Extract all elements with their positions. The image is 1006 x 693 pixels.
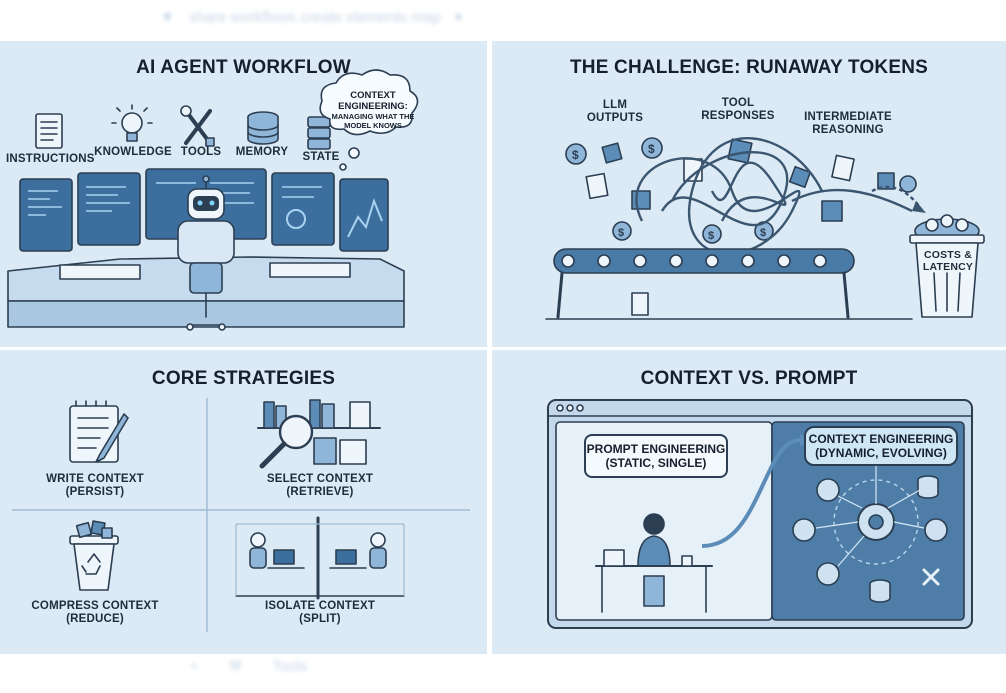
label-llm-outputs: LLM OUTPUTS [586, 99, 644, 124]
cloud-subtitle: MANAGING WHAT THE MODEL KNOWS [331, 112, 415, 130]
strategy-select-name: SELECT CONTEXT [266, 473, 374, 485]
strategy-select-sub: (RETRIEVE) [286, 486, 354, 498]
label-tool-responses: TOOL RESPONSES [701, 97, 775, 122]
context-engineering-cloud-icon [319, 69, 419, 171]
ghost-tools-text: Tools [272, 657, 308, 675]
strategy-isolate-name: ISOLATE CONTEXT [264, 600, 376, 612]
svg-text:$: $ [648, 142, 655, 156]
workflow-icons [35, 69, 419, 171]
context-engineering-title: CONTEXT ENGINEERING [808, 432, 954, 446]
strategy-write-name: WRITE CONTEXT [46, 473, 144, 485]
person-at-desk-icon [595, 513, 713, 613]
strategy-compress-name: COMPRESS CONTEXT [31, 600, 159, 612]
panel-title: THE CHALLENGE: RUNAWAY TOKENS [569, 57, 929, 78]
select-search-shelf-icon [257, 399, 381, 469]
prompt-engineering-title: PROMPT ENGINEERING [586, 442, 726, 456]
ghost-caret-icon: ▾ [454, 9, 463, 26]
tools-wrench-screwdriver-icon [180, 105, 215, 147]
strategy-compress: COMPRESS CONTEXT (REDUCE) [20, 600, 170, 626]
ghost-toolbar-bottom: + ⚒ Tools [190, 652, 390, 680]
context-network-icon [792, 462, 948, 603]
token-conveyor-illustration: $ $ $ $ $ [545, 137, 985, 320]
write-notepad-icon [69, 400, 129, 463]
label-tools: TOOLS [180, 146, 222, 158]
strategy-isolate-sub: (SPLIT) [299, 613, 341, 625]
ghost-toolbar-top: ▼ share workflows create elements map ▾ [160, 4, 600, 30]
ghost-tools-icon: ⚒ [228, 658, 243, 675]
panel-context-vs-prompt: CONTEXT VS. PROMPT [492, 350, 1006, 654]
panel-ai-agent-workflow: AI AGENT WORKFLOW [0, 41, 487, 347]
strategy-select: SELECT CONTEXT (RETRIEVE) [250, 473, 390, 499]
label-memory: MEMORY [235, 146, 289, 158]
panel-runaway-tokens: THE CHALLENGE: RUNAWAY TOKENS LLM OUTPUT… [492, 41, 1006, 347]
instructions-document-icon [35, 113, 63, 149]
svg-text:$: $ [760, 227, 766, 239]
ghost-arrow-icon: ▼ [160, 8, 175, 26]
cloud-title: CONTEXT ENGINEERING: [338, 90, 408, 112]
cloud-label: CONTEXT ENGINEERING: MANAGING WHAT THE M… [328, 90, 418, 130]
costs-trash-can-icon [909, 214, 985, 318]
ghost-toolbar-text: share workflows create elements map [188, 8, 441, 26]
isolate-robots-icon [235, 516, 405, 600]
svg-text:$: $ [708, 230, 714, 242]
context-engineering-sub: (DYNAMIC, EVOLVING) [815, 446, 947, 460]
robot-agent-icon [177, 175, 235, 331]
document-icons [585, 154, 855, 200]
prompt-engineering-sub: (STATIC, SINGLE) [605, 456, 707, 470]
panel-title: AI AGENT WORKFLOW [136, 57, 351, 78]
conveyor-belt-icon [545, 248, 913, 320]
strategy-write-sub: (PERSIST) [65, 486, 125, 498]
label-costs-latency: COSTS & LATENCY [922, 249, 974, 273]
label-knowledge: KNOWLEDGE [94, 146, 172, 158]
prompt-engineering-bubble: PROMPT ENGINEERING (STATIC, SINGLE) [584, 434, 728, 478]
panel-title: CONTEXT VS. PROMPT [640, 368, 858, 389]
strategy-write: WRITE CONTEXT (PERSIST) [30, 473, 160, 499]
strategy-compress-sub: (REDUCE) [66, 613, 124, 625]
svg-text:$: $ [572, 148, 579, 162]
tangled-wires-icon [635, 137, 921, 255]
label-instructions: INSTRUCTIONS [6, 153, 95, 165]
strategy-grid-illustration [12, 398, 470, 632]
browser-window-illustration [547, 399, 973, 629]
knowledge-lightbulb-icon [111, 104, 153, 142]
panel-core-strategies: CORE STRATEGIES [0, 350, 487, 654]
compress-recycle-bin-icon [69, 520, 119, 591]
panel-title: CORE STRATEGIES [151, 368, 336, 389]
label-intermediate-reasoning: INTERMEDIATE REASONING [804, 111, 892, 136]
memory-database-icon [247, 111, 279, 145]
svg-text:$: $ [618, 227, 624, 239]
robot-workstation-illustration [7, 168, 405, 331]
label-state: STATE [302, 151, 340, 163]
strategy-isolate: ISOLATE CONTEXT (SPLIT) [250, 600, 390, 626]
ghost-plus-icon: + [190, 657, 199, 675]
context-engineering-bubble: CONTEXT ENGINEERING (DYNAMIC, EVOLVING) [804, 426, 958, 466]
coin-icons: $ $ $ $ $ [565, 137, 917, 244]
